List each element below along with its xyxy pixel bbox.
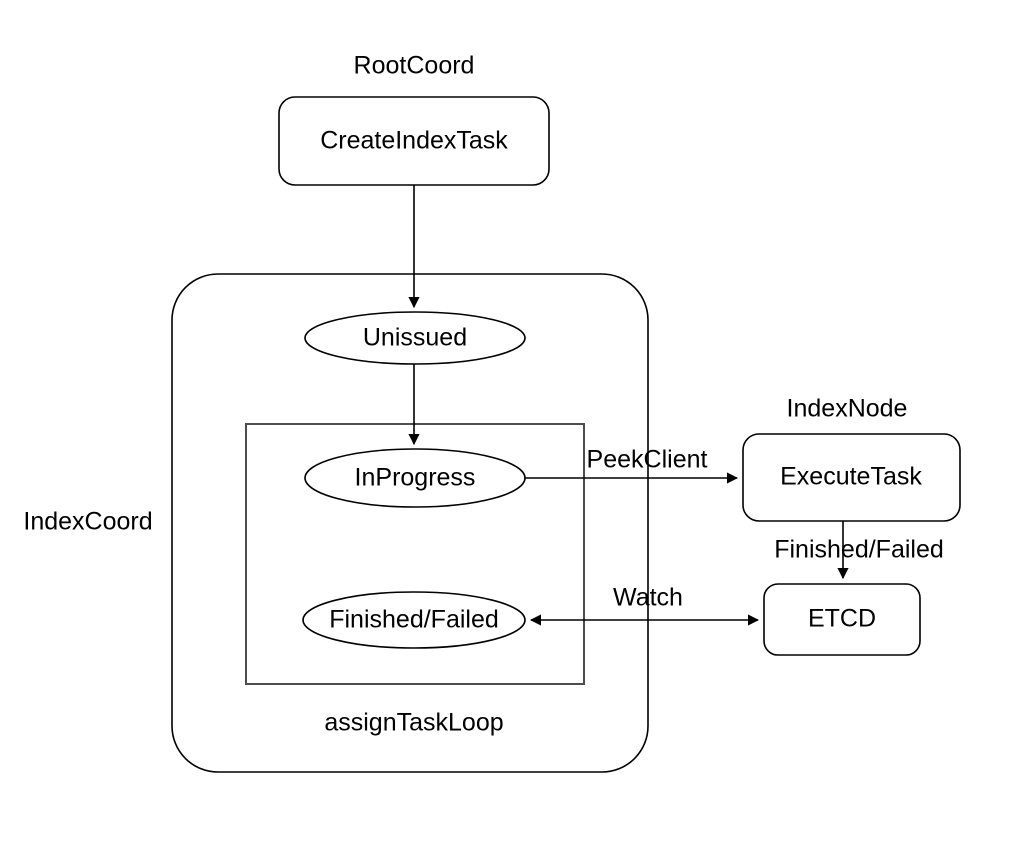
group-label-rootcoord: RootCoord: [354, 52, 475, 80]
node-execute-task[interactable]: [742, 433, 961, 522]
group-label-assigntaskloop: assignTaskLoop: [324, 709, 503, 737]
node-unissued[interactable]: [304, 311, 526, 365]
group-container-assigntaskloop: [245, 423, 585, 685]
node-label-etcd: ETCD: [808, 605, 876, 633]
node-label-inprogress: InProgress: [355, 464, 476, 492]
group-label-indexcoord: IndexCoord: [23, 508, 152, 536]
node-label-execute-task: ExecuteTask: [780, 463, 922, 491]
node-label-finished-failed-state: Finished/Failed: [329, 606, 499, 634]
group-label-indexnode: IndexNode: [787, 395, 908, 423]
group-container-indexcoord: [171, 273, 649, 773]
edge-label-peekclient: PeekClient: [587, 446, 708, 474]
edge-label-finished-failed: Finished/Failed: [774, 536, 944, 564]
node-create-index-task[interactable]: [278, 96, 550, 186]
node-label-unissued: Unissued: [363, 324, 467, 352]
node-label-create-index-task: CreateIndexTask: [320, 127, 508, 155]
edge-label-watch: Watch: [613, 584, 683, 612]
node-etcd[interactable]: [763, 583, 921, 656]
node-finished-failed-state[interactable]: [302, 591, 526, 649]
node-inprogress[interactable]: [304, 448, 526, 508]
